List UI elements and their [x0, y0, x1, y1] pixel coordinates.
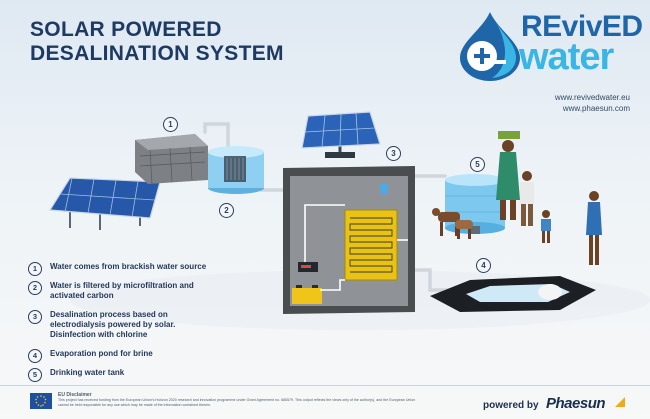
phaesun-logo-text: Phaesun	[546, 395, 606, 412]
filter-tank	[208, 146, 264, 194]
legend-text: Water comes from brackish water source	[50, 262, 207, 271]
marker-1: 1	[163, 117, 178, 132]
url-phaesun[interactable]: www.phaesun.com	[562, 104, 630, 113]
legend-number: 3	[28, 310, 42, 324]
page-title: SOLAR POWERED DESALINATION SYSTEM	[30, 18, 284, 66]
revived-water-logo	[460, 12, 520, 81]
legend-text: Water is filtered by microfiltration and…	[50, 281, 194, 300]
phaesun-sun-icon	[615, 397, 625, 407]
eu-disclaimer-text: This project has received funding from t…	[58, 398, 416, 407]
desalination-container	[283, 166, 415, 314]
legend-item: 5 Drinking water tank	[28, 368, 218, 382]
marker-4: 4	[476, 258, 491, 273]
powered-by-label: powered by	[483, 400, 539, 411]
legend-text: Desalination process based on electrodia…	[50, 310, 176, 339]
title-line-2: DESALINATION SYSTEM	[30, 42, 284, 65]
process-legend: 1 Water comes from brackish water source…	[28, 262, 218, 387]
legend-item: 4 Evaporation pond for brine	[28, 349, 218, 363]
legend-item: 2 Water is filtered by microfiltration a…	[28, 281, 218, 301]
water-drop-plus-minus-icon	[460, 12, 520, 81]
legend-item: 1 Water comes from brackish water source	[28, 262, 218, 276]
marker-5: 5	[470, 157, 485, 172]
people-and-goats	[432, 131, 602, 265]
title-line-1: SOLAR POWERED	[30, 18, 222, 41]
evaporation-pond	[430, 276, 596, 312]
eu-flag-icon	[30, 393, 52, 409]
brackish-water-source	[135, 134, 208, 185]
legend-item: 3 Desalination process based on electrod…	[28, 310, 218, 340]
marker-3: 3	[386, 146, 401, 161]
url-revivedwater[interactable]: www.revivedwater.eu	[554, 93, 630, 102]
footer-divider	[0, 385, 650, 386]
legend-text: Drinking water tank	[50, 368, 125, 377]
legend-number: 2	[28, 281, 42, 295]
logo-text-revived: REvivED	[521, 10, 643, 43]
eu-disclaimer: EU Disclaimer This project has received …	[58, 392, 418, 407]
marker-2: 2	[219, 203, 234, 218]
solar-panel-top	[301, 111, 381, 158]
legend-number: 1	[28, 262, 42, 276]
website-links: www.revivedwater.eu www.phaesun.com	[555, 92, 630, 114]
drinking-water-tank	[445, 174, 505, 234]
legend-number: 5	[28, 368, 42, 382]
legend-text: Evaporation pond for brine	[50, 349, 153, 358]
logo-text-water: water	[519, 36, 614, 78]
solar-array-left	[48, 177, 161, 230]
eu-disclaimer-title: EU Disclaimer	[58, 392, 92, 398]
legend-number: 4	[28, 349, 42, 363]
